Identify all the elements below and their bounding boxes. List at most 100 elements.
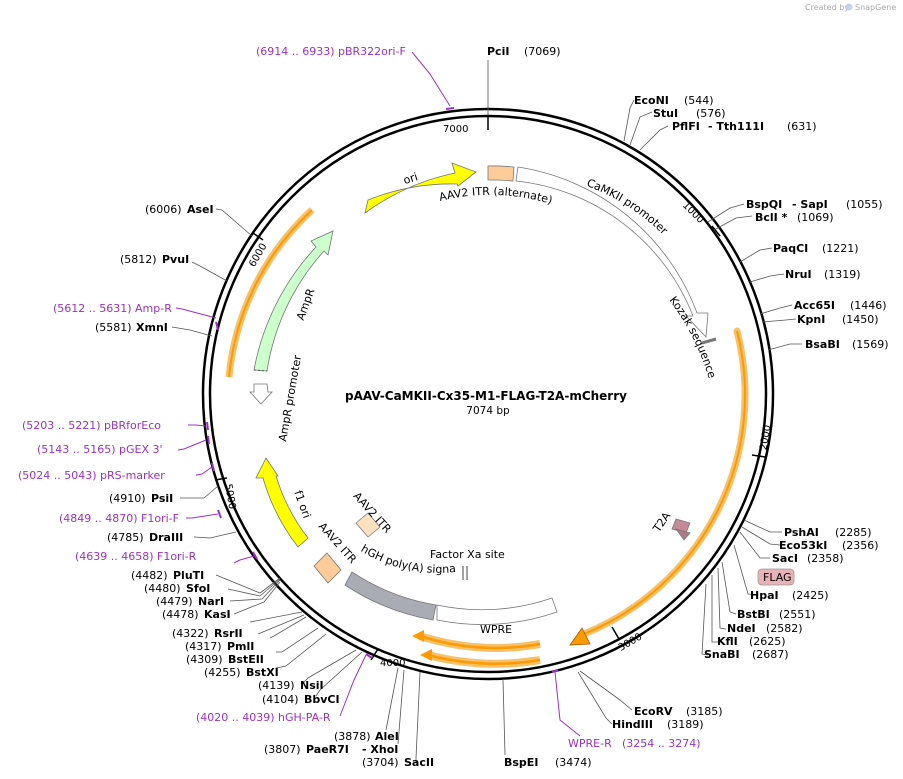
site-bstbi-pos: (2551) xyxy=(779,608,816,621)
site-draiii-name: DraIII xyxy=(149,531,183,544)
hgh-polya-box xyxy=(344,571,437,621)
site-pvui-name: PvuI xyxy=(162,253,189,266)
site-kpni-name: KpnI xyxy=(797,313,825,326)
watermark-prefix: Created by xyxy=(805,3,849,12)
ori-feature[interactable]: ori xyxy=(364,162,477,214)
flag-feature[interactable]: FLAG xyxy=(757,568,795,586)
site-pshai-name: PshAI xyxy=(784,526,819,539)
tick-label-2000: 2000 xyxy=(758,424,773,451)
kozak-mark xyxy=(701,337,717,345)
primer-amp-r-name: Amp-R xyxy=(135,302,172,315)
watermark-brand: SnapGene xyxy=(855,3,896,12)
orf-line xyxy=(583,330,747,635)
site-paqci-name: PaqCI xyxy=(773,242,808,255)
primer-prs-marker-name: pRS-marker xyxy=(100,469,165,482)
t2a-arrowhead xyxy=(674,528,691,541)
site-bsteii-pos: (4309) xyxy=(186,653,223,666)
site-hindiii-name: HindIII xyxy=(612,718,653,731)
site-psii-pos: (4910) xyxy=(109,492,146,505)
site-nsii-name: NsiI xyxy=(300,679,324,692)
site-paer7i-pos: (3807) xyxy=(264,743,301,756)
f1-ori-feature[interactable]: f1 ori xyxy=(255,457,313,548)
primer-f1ori-f-range: (4849 .. 4870) xyxy=(59,512,138,525)
f1-ori-arrow xyxy=(255,457,309,548)
site-kfli-name: KflI xyxy=(717,635,738,648)
site-bsabi-pos: (1569) xyxy=(852,338,889,351)
site-pcii-pos: (7069) xyxy=(524,45,561,58)
orange-arc-left-line xyxy=(228,209,313,378)
tick-label-7000: 7000 xyxy=(443,124,468,135)
site-kasi-name: KasI xyxy=(204,608,231,621)
site-acc65i-pos: (1446) xyxy=(850,299,887,312)
site-bspqi-name: BspQI xyxy=(746,198,782,211)
factor-xa-feature: Factor Xa site xyxy=(430,548,505,580)
snapgene-logo-icon xyxy=(845,3,853,11)
tick-label-4000: 4000 xyxy=(380,658,405,669)
site-pmli-pos: (4317) xyxy=(185,640,222,653)
ampr-arrow xyxy=(253,230,334,372)
site-nrui-pos: (1319) xyxy=(824,268,861,281)
site-ndei-pos: (2582) xyxy=(766,622,803,635)
primer-hgh-pa-r-range: (4020 .. 4039) xyxy=(196,711,275,724)
primer-pgex3-name: pGEX 3' xyxy=(119,443,163,456)
aav2-itr-b-box xyxy=(313,552,342,584)
factor-xa-label: Factor Xa site xyxy=(430,548,505,561)
site-econi-pos: (544) xyxy=(684,94,714,107)
site-kfli-pos: (2625) xyxy=(749,635,786,648)
primer-amp-r-range: (5612 .. 5631) xyxy=(53,302,132,315)
t2a-feature[interactable]: T2A xyxy=(650,509,691,541)
site-pflfi-pos: (631) xyxy=(787,120,817,133)
mcherry-segment-arrows xyxy=(412,630,541,668)
primer-prs-marker-range: (5024 .. 5043) xyxy=(18,469,97,482)
site-sacii-pos: (3704) xyxy=(362,756,399,769)
orf-glow xyxy=(580,327,749,638)
site-pluti-pos: (4482) xyxy=(131,569,168,582)
snapgene-watermark: Created by SnapGene xyxy=(805,3,896,12)
site-eco53ki-name: Eco53kI xyxy=(779,539,827,552)
site-sacii-name: SacII xyxy=(404,756,434,769)
site-bcli-name: BclI * xyxy=(755,211,788,224)
site-econi-name: EcoNI xyxy=(634,94,669,107)
primer-leader-lines xyxy=(175,51,581,737)
wpre-feature[interactable]: WPRE xyxy=(436,597,558,636)
coordinate-ticks xyxy=(214,116,766,661)
site-alei-name: AleI xyxy=(375,730,399,743)
site-hindiii-pos: (3189) xyxy=(667,718,704,731)
site-sfoi-name: SfoI xyxy=(186,582,210,595)
wpre-label: WPRE xyxy=(480,623,512,636)
site-kpni-pos: (1450) xyxy=(842,313,879,326)
site-nari-name: NarI xyxy=(198,595,224,608)
enzyme-labels: PciI (7069) EcoNI (544) StuI (576) PflFI… xyxy=(95,45,889,769)
aav2-itr-alternate-label: AAV2 ITR (alternate) xyxy=(438,185,554,207)
tick-label-5000: 5000 xyxy=(222,483,237,510)
t2a-label: T2A xyxy=(650,509,674,535)
site-asei-pos: (6006) xyxy=(145,203,182,216)
site-xmni-name: XmnI xyxy=(136,321,168,334)
segment-arrow-2 xyxy=(427,653,541,665)
site-pmli-name: PmlI xyxy=(227,640,254,653)
primer-pbr322ori-f-name: pBR322ori-F xyxy=(338,45,406,58)
site-ndei-name: NdeI xyxy=(727,622,756,635)
primer-f1ori-r-name: F1ori-R xyxy=(157,550,197,563)
primer-labels: (6914 .. 6933) pBR322ori-F (5612 .. 5631… xyxy=(18,45,701,750)
site-snabi-pos: (2687) xyxy=(752,648,789,661)
site-snabi-name: SnaBI xyxy=(704,648,740,661)
orf-feature[interactable] xyxy=(569,327,749,646)
site-nari-pos: (4479) xyxy=(156,595,193,608)
aav2-itr-feature-a[interactable]: AAV2 ITR xyxy=(351,490,395,538)
site-pflfi-name: PflFI xyxy=(672,120,700,133)
ampr-label: AmpR xyxy=(294,286,318,322)
site-pshai-pos: (2285) xyxy=(835,526,872,539)
primer-pbrforeco-name: pBRforEco xyxy=(104,419,161,432)
primer-marks xyxy=(206,107,559,673)
primer-wpre-r-range: (3254 .. 3274) xyxy=(622,737,701,750)
primer-wpre-r-name: WPRE-R xyxy=(568,737,612,750)
site-hpai-pos: (2425) xyxy=(792,589,829,602)
site-sfoi-pos: (4480) xyxy=(144,582,181,595)
coordinate-tick-labels: 7000 1000 2000 3000 4000 5000 6000 xyxy=(222,124,774,669)
site-draiii-pos: (4785) xyxy=(107,531,144,544)
site-eco53ki-pos: (2356) xyxy=(842,539,879,552)
site-psii-name: PsiI xyxy=(151,492,173,505)
enzyme-leader-lines xyxy=(171,60,802,762)
site-paer7i-name: PaeR7I xyxy=(306,743,349,756)
